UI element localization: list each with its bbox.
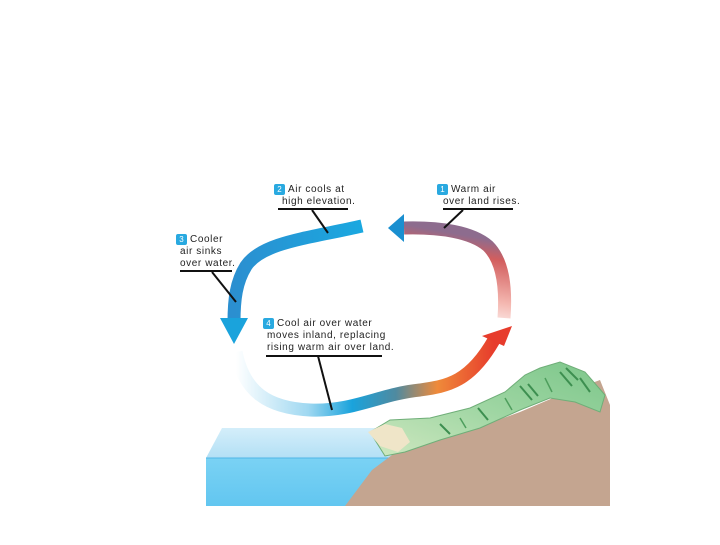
step-4-text-line-1: Cool air over water [277,318,372,329]
step-4-text-line-3: rising warm air over land. [263,342,394,354]
step-1-underline [443,208,513,210]
step-1-text-line-2: over land rises. [437,196,520,208]
sinking-air-arrowhead [220,318,248,344]
step-2-underline [278,208,348,210]
step-4-underline [266,355,382,357]
step-1-text-line-1: Warm air [451,184,496,195]
rising-air-arrowhead [388,214,404,242]
step-3-underline [180,270,232,272]
land-mass [345,362,610,506]
step-3-badge: 3 [176,234,187,245]
step-4-badge: 4 [263,318,274,329]
step-4-text-line-2: moves inland, replacing [263,330,394,342]
top-airflow-arrow [234,226,362,322]
step-3-text-line-1: Cooler [190,234,223,245]
rising-air-arrow [404,228,505,318]
step-3-text-line-3: over water. [176,258,236,270]
step-1-badge: 1 [437,184,448,195]
step-2-badge: 2 [274,184,285,195]
step-2-text-line-1: Air cools at [288,184,345,195]
step-2-text-line-2: high elevation. [274,196,356,208]
leader-line-4 [318,356,332,410]
step-3-text-line-2: air sinks [176,246,236,258]
